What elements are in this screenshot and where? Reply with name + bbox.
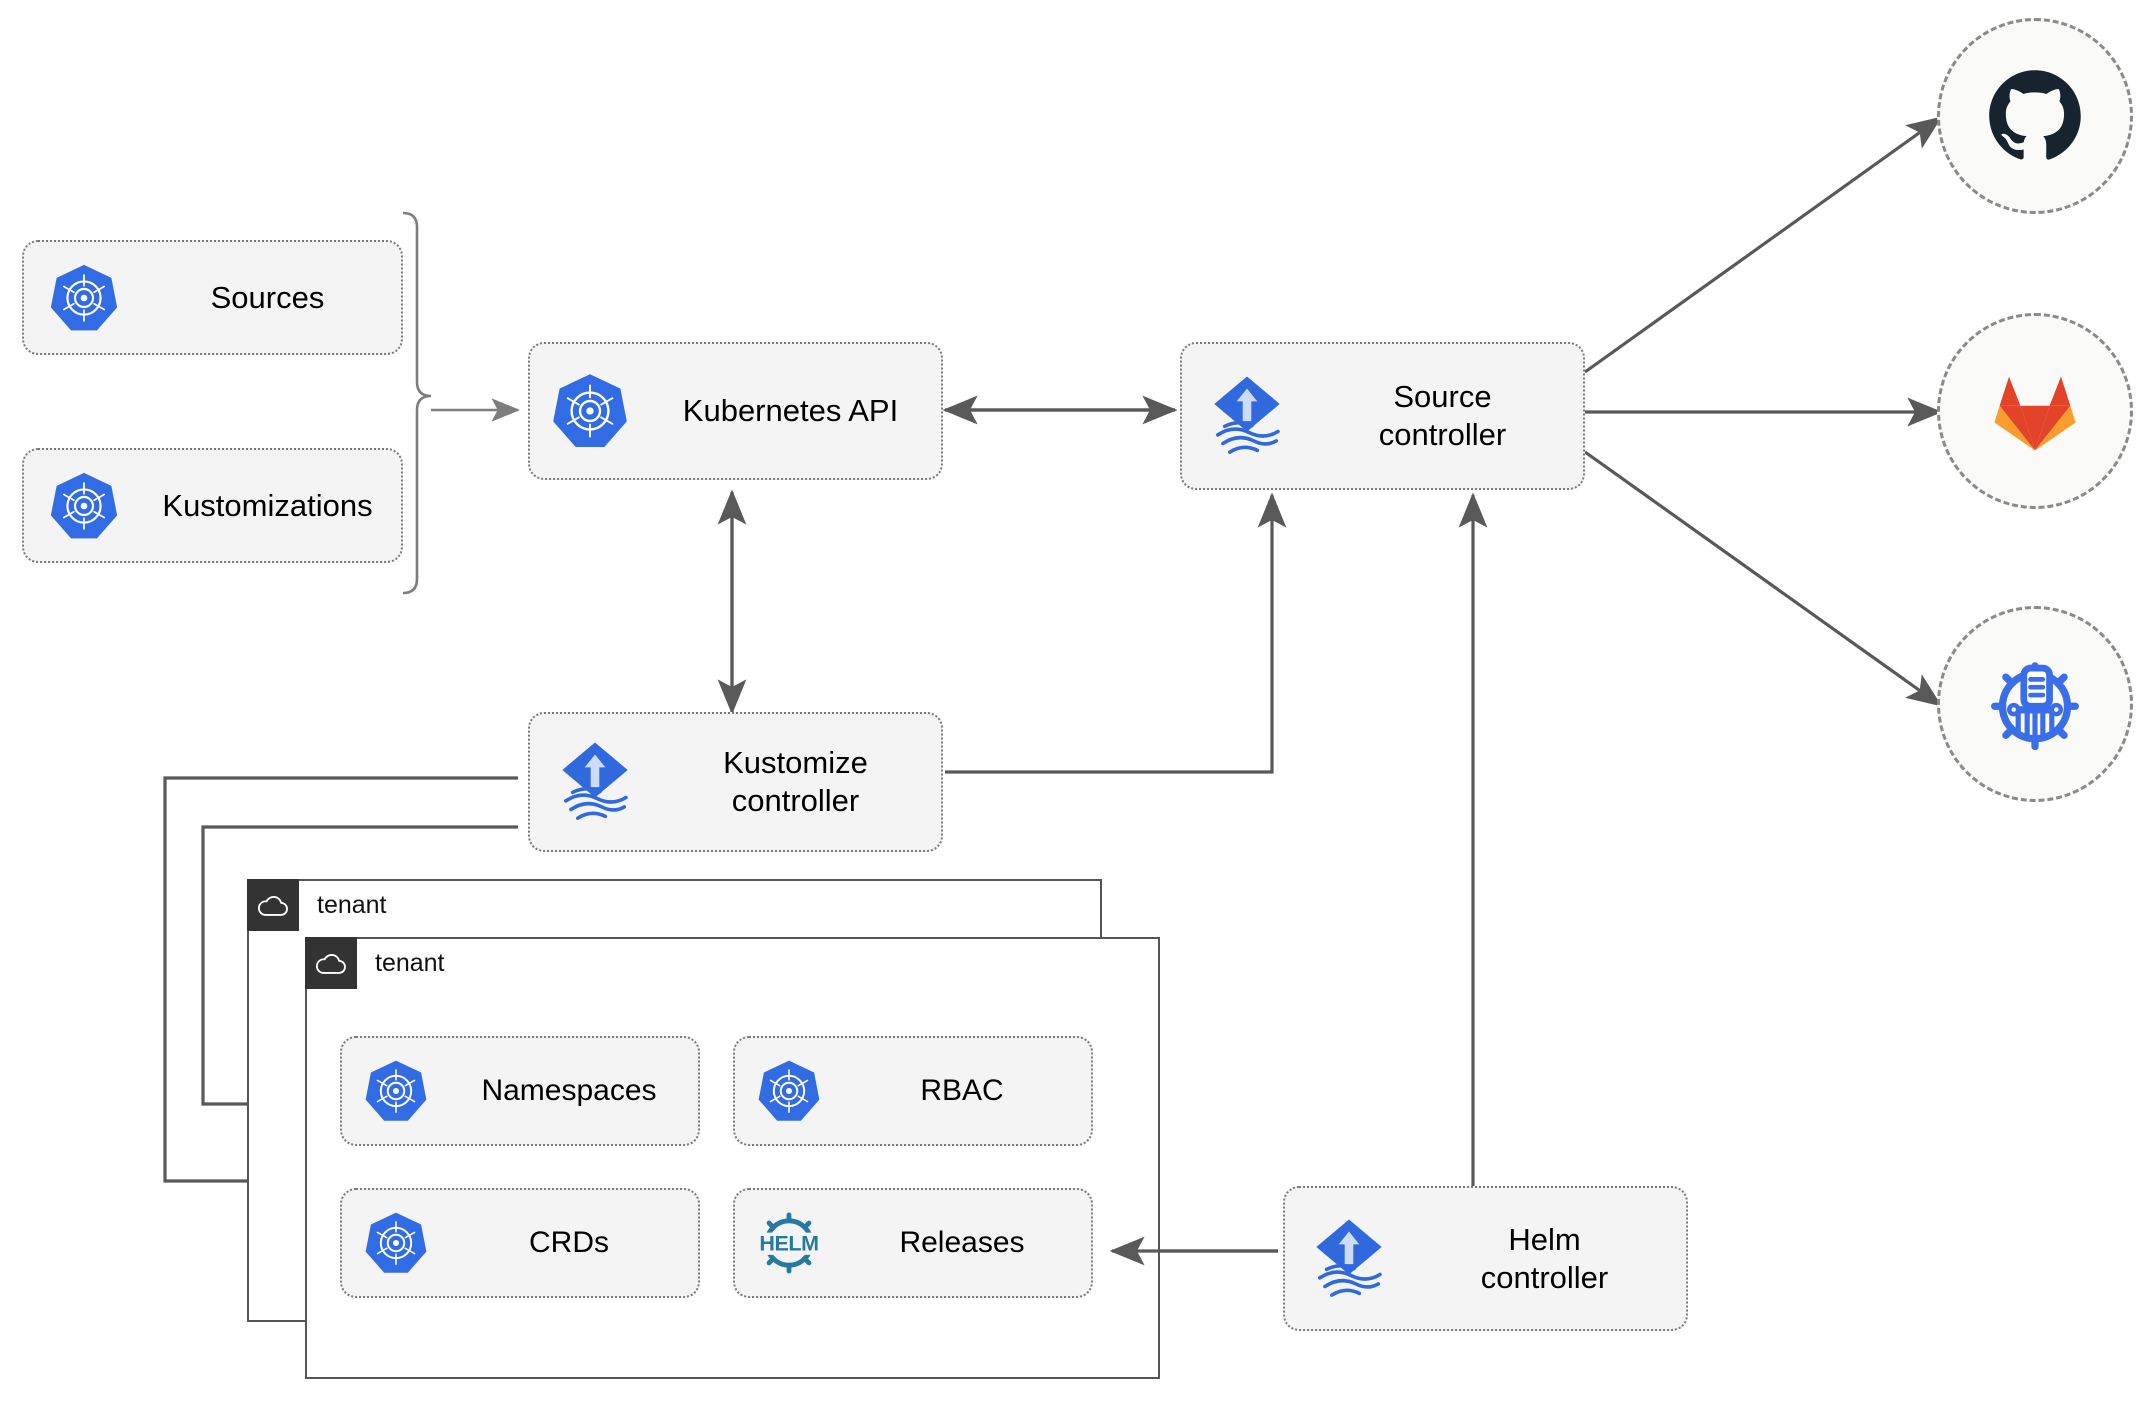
resource-label: Sources xyxy=(210,279,325,315)
tenant-resource-releases[interactable]: HELM Releases xyxy=(733,1188,1093,1298)
kubernetes-icon xyxy=(24,470,144,542)
node-kustomize-controller[interactable]: Kustomize controller xyxy=(528,712,943,852)
cloud-icon xyxy=(247,879,299,931)
kubernetes-icon xyxy=(735,1058,843,1124)
node-label: Kubernetes API xyxy=(682,393,899,429)
node-label: Source controller xyxy=(1378,379,1507,452)
resource-label: RBAC xyxy=(920,1073,1004,1107)
svg-text:HELM: HELM xyxy=(759,1231,818,1255)
flux-icon xyxy=(530,739,660,825)
tenant-container-front[interactable]: tenant xyxy=(305,937,1160,1379)
flux-icon xyxy=(1182,373,1312,459)
node-helm-controller[interactable]: Helm controller xyxy=(1283,1186,1688,1331)
node-kubernetes-api[interactable]: Kubernetes API xyxy=(528,342,943,480)
github-icon xyxy=(1989,70,2081,160)
kubernetes-icon xyxy=(342,1058,450,1124)
tenant-resource-crds[interactable]: CRDs xyxy=(340,1188,700,1298)
tenant-titlebar: tenant xyxy=(305,937,445,989)
repo-gitlab[interactable] xyxy=(1937,313,2133,509)
tenant-titlebar: tenant xyxy=(247,879,387,931)
resource-label: Namespaces xyxy=(481,1073,657,1107)
resource-label: Releases xyxy=(899,1225,1025,1259)
resource-box-sources[interactable]: Sources xyxy=(22,240,403,355)
gitlab-icon xyxy=(1994,376,2076,451)
kubernetes-icon xyxy=(342,1210,450,1276)
cloud-icon xyxy=(305,937,357,989)
repo-helm-bucket[interactable] xyxy=(1937,606,2133,802)
resource-label: CRDs xyxy=(529,1225,609,1259)
node-source-controller[interactable]: Source controller xyxy=(1180,342,1585,490)
helm-bucket-icon xyxy=(1991,662,2079,751)
node-label: Kustomize controller xyxy=(723,745,868,818)
helm-icon: HELM xyxy=(735,1206,843,1280)
resource-box-kustomizations[interactable]: Kustomizations xyxy=(22,448,403,563)
node-label: Helm controller xyxy=(1480,1221,1609,1295)
repo-github[interactable] xyxy=(1937,18,2133,214)
flux-icon xyxy=(1285,1216,1413,1302)
kubernetes-icon xyxy=(24,262,144,334)
tenant-resource-rbac[interactable]: RBAC xyxy=(733,1036,1093,1146)
tenant-label: tenant xyxy=(375,948,445,977)
kubernetes-icon xyxy=(530,371,650,451)
resource-label: Kustomizations xyxy=(162,487,373,523)
tenant-resource-namespaces[interactable]: Namespaces xyxy=(340,1036,700,1146)
tenant-label: tenant xyxy=(317,890,387,919)
